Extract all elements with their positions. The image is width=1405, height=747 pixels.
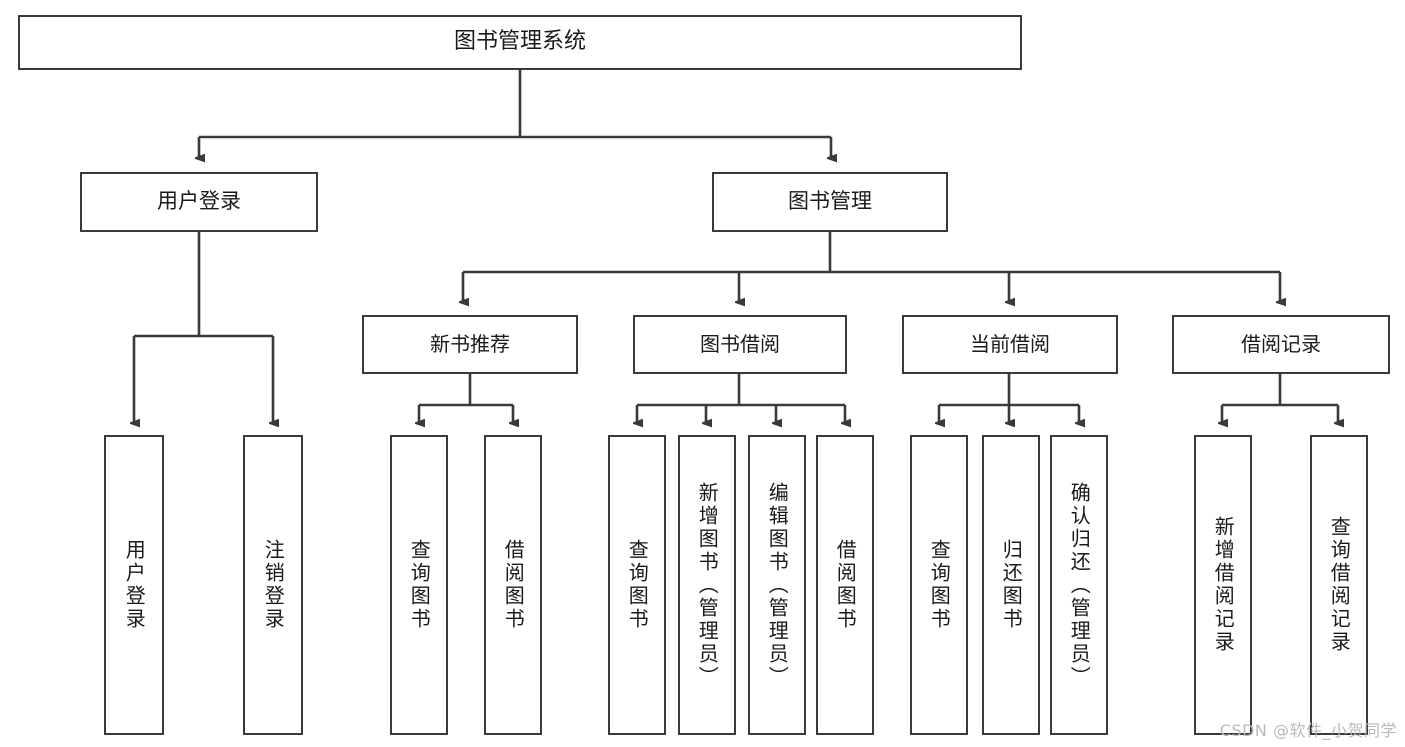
node-leaf-query-book-2-label: 查询图书 [625, 539, 650, 631]
node-leaf-query-book-2[interactable]: 查询图书 [608, 435, 666, 735]
node-book-borrow-label: 图书借阅 [700, 332, 780, 357]
node-leaf-borrow-book-2-label: 借阅图书 [833, 539, 858, 631]
node-leaf-return-book[interactable]: 归还图书 [982, 435, 1040, 735]
node-leaf-borrow-book-1[interactable]: 借阅图书 [484, 435, 542, 735]
node-leaf-confirm-return-label: 确认归还（管理员） [1067, 481, 1092, 689]
node-leaf-query-book-3[interactable]: 查询图书 [910, 435, 968, 735]
node-leaf-confirm-return[interactable]: 确认归还（管理员） [1050, 435, 1108, 735]
node-leaf-logout-label: 注销登录 [261, 539, 286, 631]
node-leaf-borrow-book-1-label: 借阅图书 [501, 539, 526, 631]
node-book-manage[interactable]: 图书管理 [712, 172, 948, 232]
node-leaf-user-login[interactable]: 用户登录 [104, 435, 164, 735]
node-user-login-label: 用户登录 [157, 189, 241, 214]
node-leaf-query-record[interactable]: 查询借阅记录 [1310, 435, 1368, 735]
node-leaf-query-book-1[interactable]: 查询图书 [390, 435, 448, 735]
node-leaf-add-record[interactable]: 新增借阅记录 [1194, 435, 1252, 735]
node-book-manage-label: 图书管理 [788, 189, 872, 214]
node-borrow-record-label: 借阅记录 [1241, 332, 1321, 357]
node-current-borrow[interactable]: 当前借阅 [902, 315, 1118, 374]
node-current-borrow-label: 当前借阅 [970, 332, 1050, 357]
node-user-login[interactable]: 用户登录 [80, 172, 318, 232]
node-root-label: 图书管理系统 [453, 29, 586, 55]
node-leaf-borrow-book-2[interactable]: 借阅图书 [816, 435, 874, 735]
node-leaf-add-book-label: 新增图书（管理员） [695, 481, 720, 689]
node-leaf-query-book-1-label: 查询图书 [407, 539, 432, 631]
node-leaf-logout[interactable]: 注销登录 [243, 435, 303, 735]
node-leaf-edit-book-label: 编辑图书（管理员） [765, 481, 790, 689]
node-book-borrow[interactable]: 图书借阅 [633, 315, 847, 374]
node-leaf-edit-book[interactable]: 编辑图书（管理员） [748, 435, 806, 735]
node-new-book-rec-label: 新书推荐 [430, 332, 510, 357]
node-leaf-user-login-label: 用户登录 [122, 539, 147, 631]
node-borrow-record[interactable]: 借阅记录 [1172, 315, 1390, 374]
node-leaf-query-book-3-label: 查询图书 [927, 539, 952, 631]
node-leaf-add-record-label: 新增借阅记录 [1211, 516, 1236, 654]
node-new-book-rec[interactable]: 新书推荐 [362, 315, 578, 374]
node-leaf-query-record-label: 查询借阅记录 [1327, 516, 1352, 654]
watermark-text: CSDN @软件_小贺同学 [1219, 721, 1397, 740]
node-leaf-return-book-label: 归还图书 [999, 539, 1024, 631]
node-root[interactable]: 图书管理系统 [18, 15, 1022, 70]
node-leaf-add-book[interactable]: 新增图书（管理员） [678, 435, 736, 735]
